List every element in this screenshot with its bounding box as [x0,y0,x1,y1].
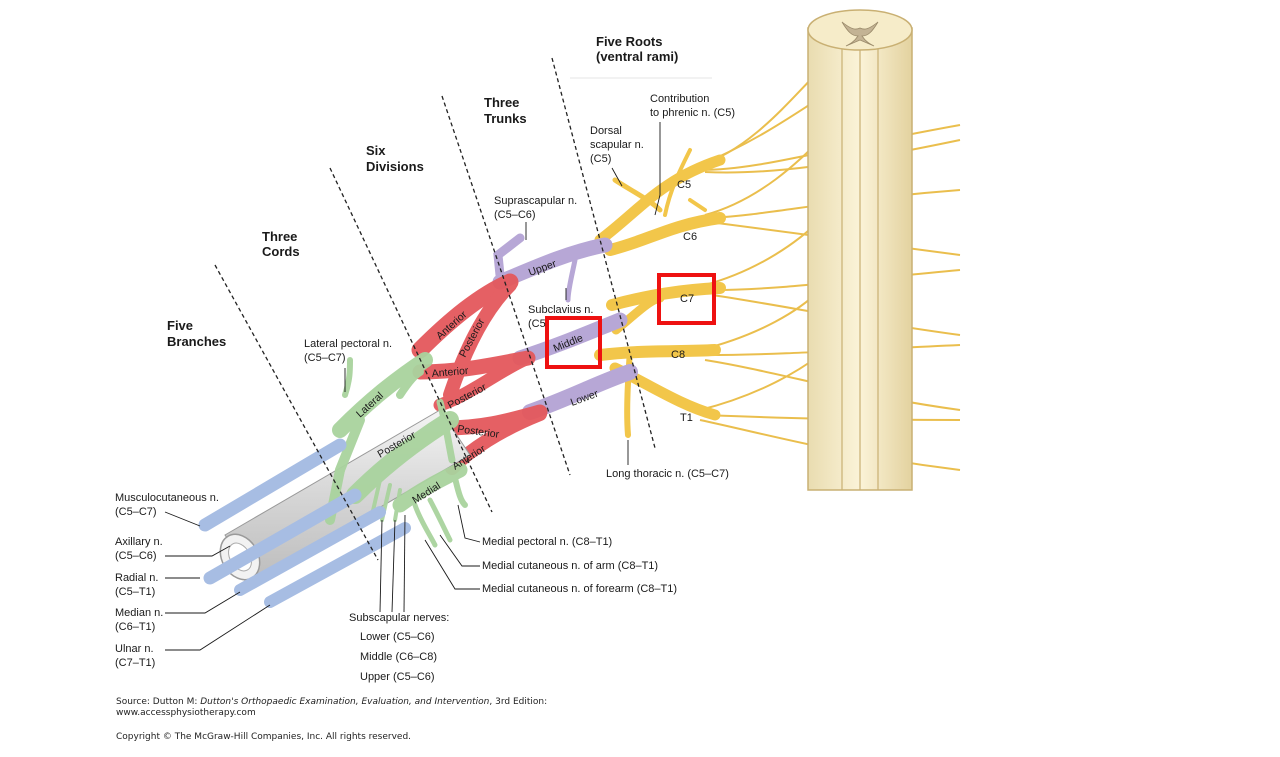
root-c5 [594,154,726,246]
heading-three-trunks: Three Trunks [484,95,527,126]
branch-median [234,506,386,596]
heading-six-divisions: Six Divisions [366,143,424,174]
cord-posterior [346,411,459,504]
zone-dividers [214,57,656,561]
heading-three-cords: Three Cords [262,229,301,259]
heading-five-branches: Five Branches [167,318,226,349]
lateral-pectoral-nerve [342,357,353,398]
source-credit: Source: Dutton M: Dutton's Orthopaedic E… [116,697,548,707]
cord-medial [392,462,468,513]
label-axillary: Axillary n. (C5–C6) [115,536,166,562]
long-thoracic-nerve [624,347,633,438]
branch-ulnar [264,522,411,608]
root-label-c6: C6 [683,231,697,243]
root-c6 [604,212,726,256]
label-subclavius: Subclavius n. (C5 [528,304,597,330]
label-lateral-pectoral: Lateral pectoral n. (C5–C7) [304,338,395,364]
label-medial-cutaneous-arm: Medial cutaneous n. of arm (C8–T1) [482,560,658,572]
label-radial: Radial n. (C5–T1) [115,572,161,598]
division-middle-posterior [433,351,535,412]
branch-radial [203,488,362,585]
branch-musculocutaneous [198,438,347,532]
source-url: www.accessphysiotherapy.com [116,708,256,718]
trunks [492,233,638,420]
division-upper-posterior [443,278,517,402]
heading-five-roots: Five Roots (ventral rami) [596,34,678,64]
root-c8 [594,344,721,361]
root-label-c8: C8 [671,349,685,361]
label-subscapular: Subscapular nerves: Lower (C5–C6) Middle… [349,612,452,683]
label-suprascapular: Suprascapular n. (C5–C6) [494,195,580,221]
label-long-thoracic: Long thoracic n. (C5–C7) [606,468,729,480]
label-phrenic: Contribution to phrenic n. (C5) [650,93,735,119]
root-label-c7: C7 [680,293,694,305]
label-musculocutaneous: Musculocutaneous n. (C5–C7) [115,492,222,518]
root-c7 [606,282,726,311]
cords [325,352,468,548]
leader-lines [164,122,661,651]
highlight-c7 [657,273,716,325]
label-medial-cutaneous-forearm: Medial cutaneous n. of forearm (C8–T1) [482,583,677,595]
label-ulnar: Ulnar n. (C7–T1) [115,643,157,669]
root-label-t1: T1 [680,412,693,424]
label-medial-pectoral: Medial pectoral n. (C8–T1) [482,536,612,548]
label-dorsal-scapular: Dorsal scapular n. (C5) [590,125,647,165]
spinal-cord [699,9,961,491]
cord-lateral [332,352,433,438]
division-label-lower-posterior: Posterior [457,423,501,441]
copyright: Copyright © The McGraw-Hill Companies, I… [116,732,412,742]
subclavius-nerve [565,257,578,303]
phrenic-contribution [663,148,692,217]
division-label-middle-anterior: Anterior [431,365,469,380]
label-median: Median n. (C6–T1) [115,607,166,633]
highlight-middle-trunk [545,316,602,369]
terminal-branches [198,438,411,608]
root-label-c5: C5 [677,179,691,191]
suprascapular-nerve [493,233,525,280]
